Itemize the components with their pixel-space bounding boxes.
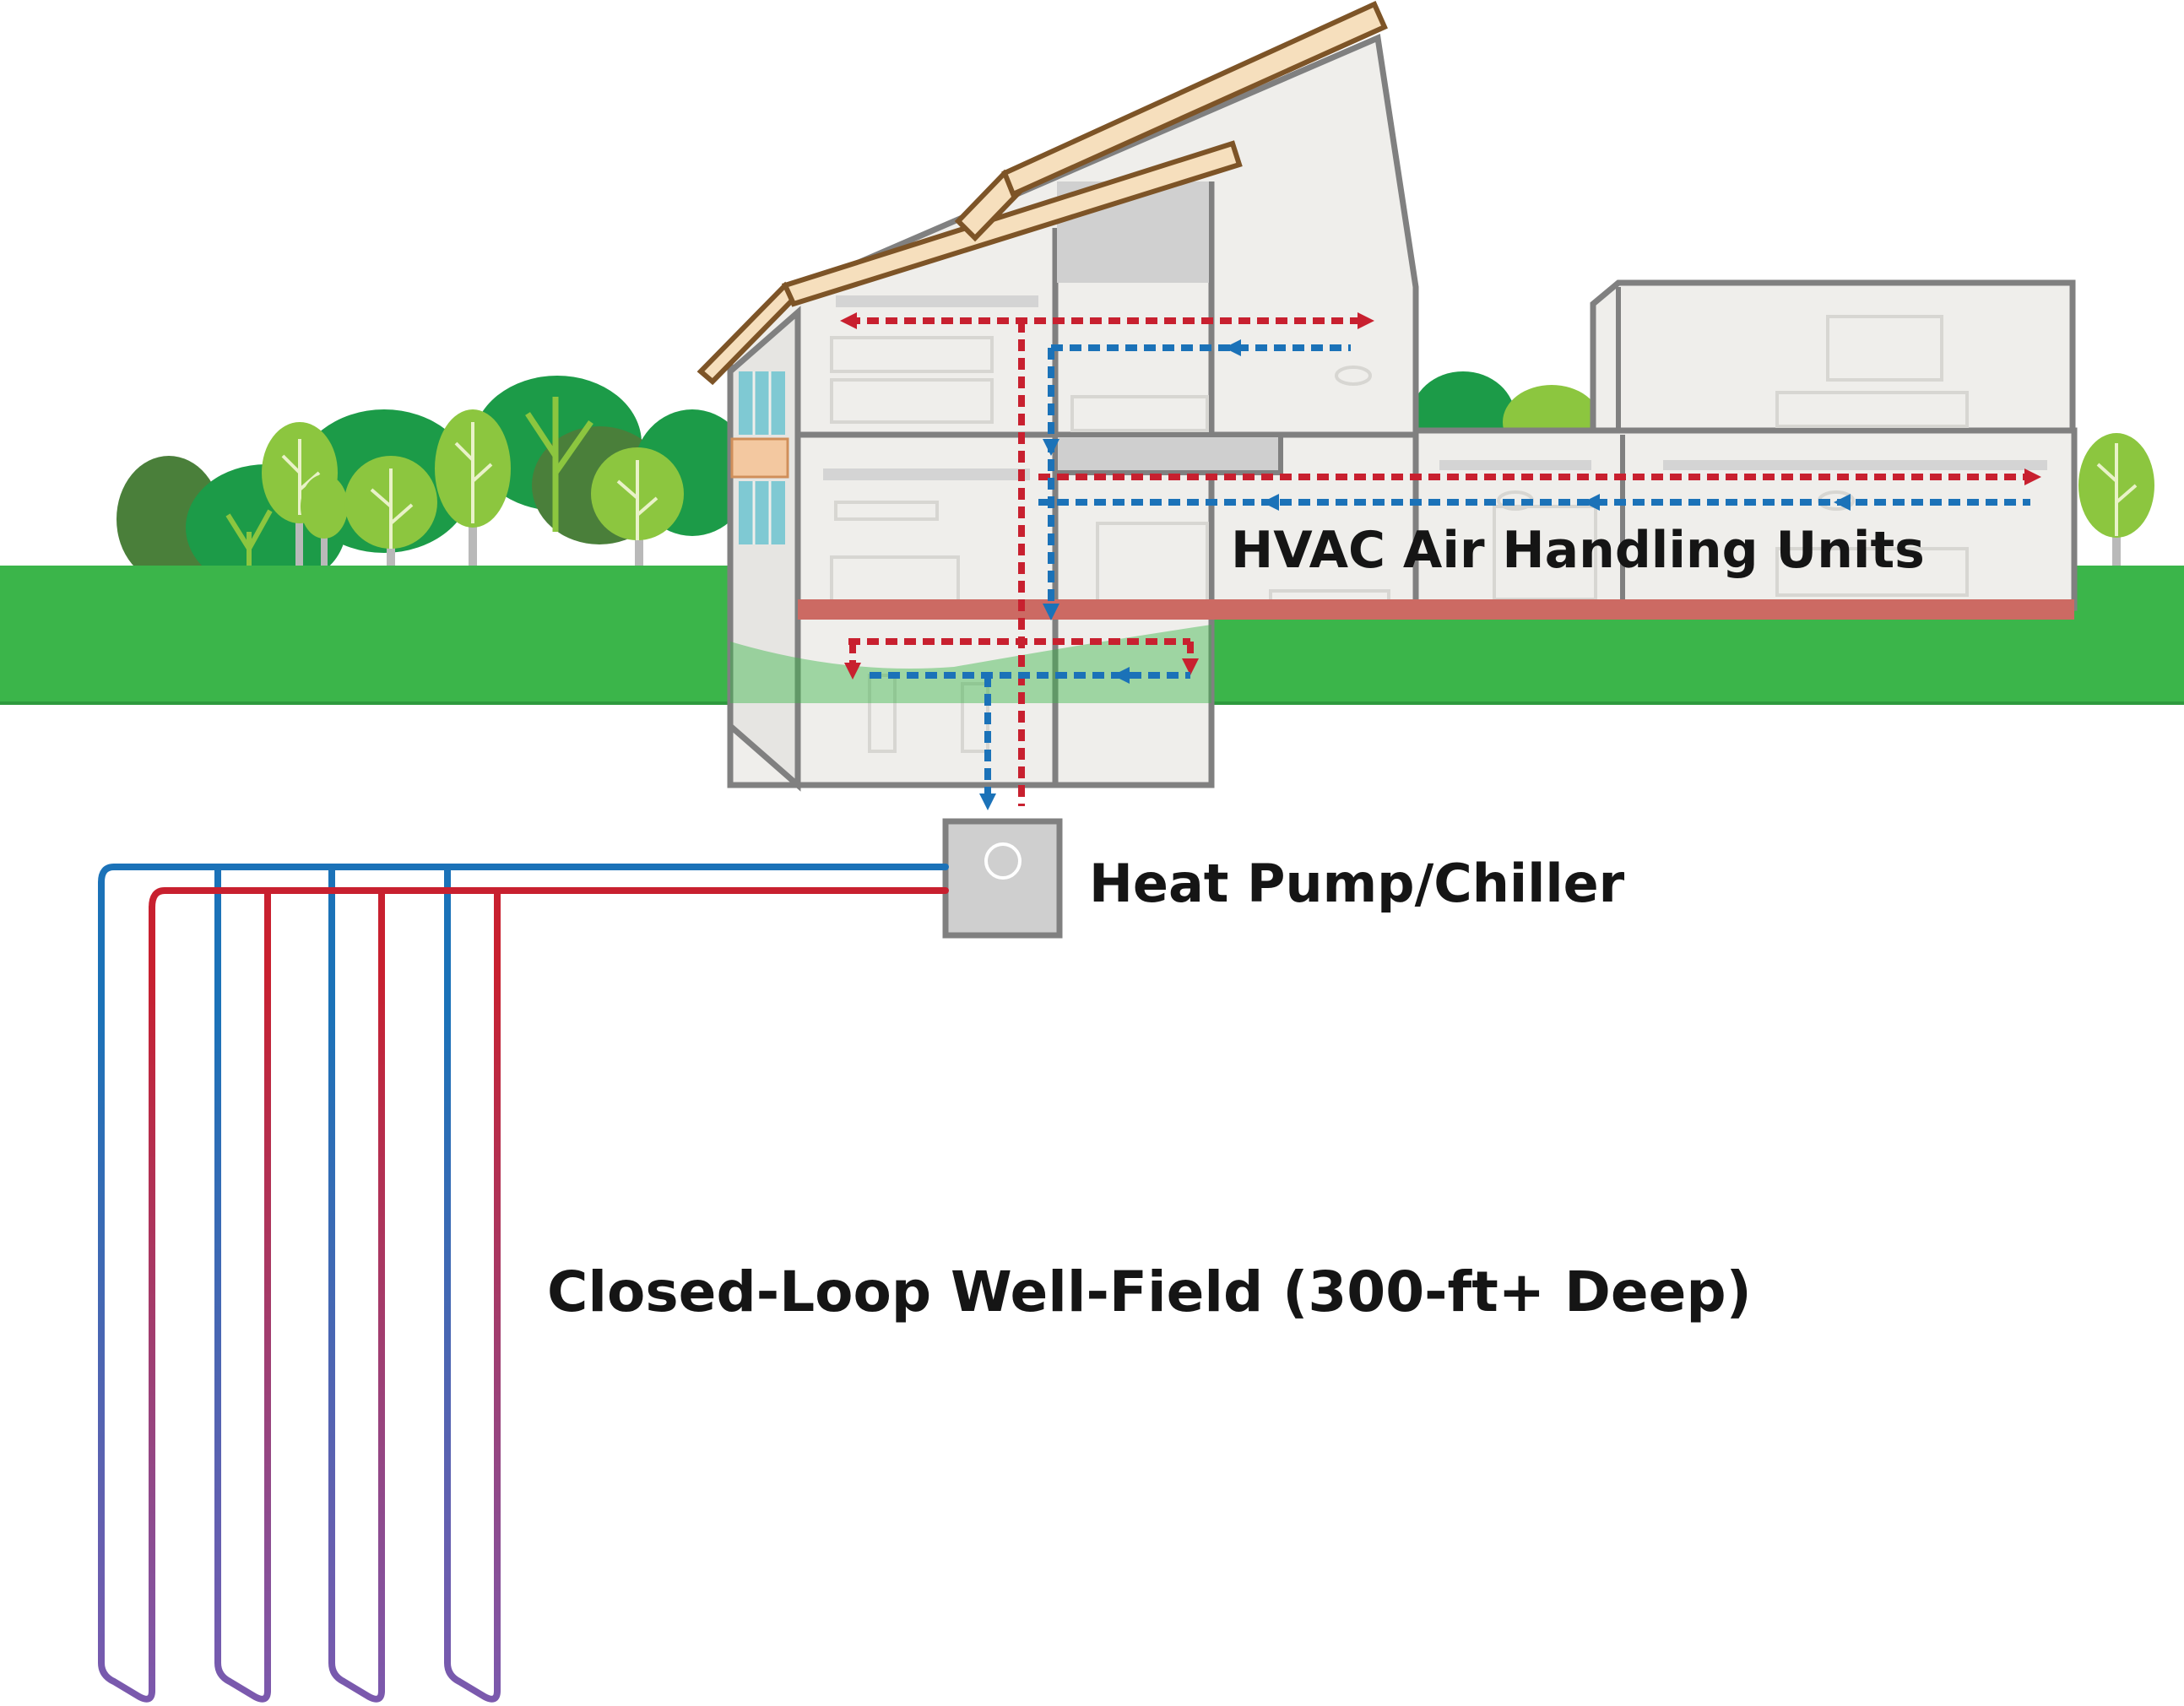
building: [727, 33, 2078, 792]
tree-light-4: [435, 409, 511, 570]
arrow-red-right-1: [1358, 312, 1374, 329]
loop-pipe-3: [328, 864, 385, 1703]
arrow-blue-down-1: [1043, 439, 1059, 456]
arrow-blue-left-1: [1224, 339, 1241, 356]
tree-group-left: [117, 376, 751, 595]
duct-box: [1053, 432, 1283, 475]
right-wing-lower: [1412, 427, 2078, 611]
interior-details: [823, 295, 2047, 753]
floor-slab: [798, 599, 2074, 620]
hvac-label: HVAC Air Handling Units: [1231, 521, 1925, 580]
airflow-arrows: [840, 312, 2041, 810]
roof: [696, 1, 1388, 386]
arrow-red-left-1: [840, 312, 857, 329]
loop-pipe-4: [444, 864, 501, 1703]
tree-branch-2: [525, 397, 593, 532]
arrow-blue-left-4: [1834, 494, 1851, 511]
tree-light-7: [2078, 433, 2154, 582]
arrow-red-down-1: [844, 663, 861, 680]
arrow-red-right-2: [2024, 468, 2041, 485]
facade-windows: [730, 371, 789, 544]
arrow-blue-left-2: [1262, 494, 1279, 511]
well-field-pipes: [98, 864, 949, 1703]
heat-pump-unit: [942, 818, 1063, 939]
heat-pump-dial-icon: [984, 842, 1022, 880]
tree-light-2: [301, 474, 348, 574]
right-wing-upper: [1590, 279, 2076, 434]
tree-light-5: [591, 447, 684, 578]
arrow-blue-left-5: [1113, 667, 1130, 684]
heat-pump-label: Heat Pump/Chiller: [1089, 853, 1625, 914]
roof-beam-lower: [781, 140, 1243, 307]
arrow-blue-down-3: [979, 793, 996, 810]
loop-pipe-1: [98, 864, 949, 1703]
arrow-blue-left-3: [1583, 494, 1600, 511]
well-field-label: Closed-Loop Well-Field (300-ft+ Deep): [547, 1259, 1752, 1324]
arrow-red-down-2: [1182, 658, 1199, 675]
arrow-blue-down-2: [1043, 604, 1059, 620]
loop-pipe-2: [214, 864, 271, 1703]
roof-beam-upper: [1001, 1, 1388, 198]
